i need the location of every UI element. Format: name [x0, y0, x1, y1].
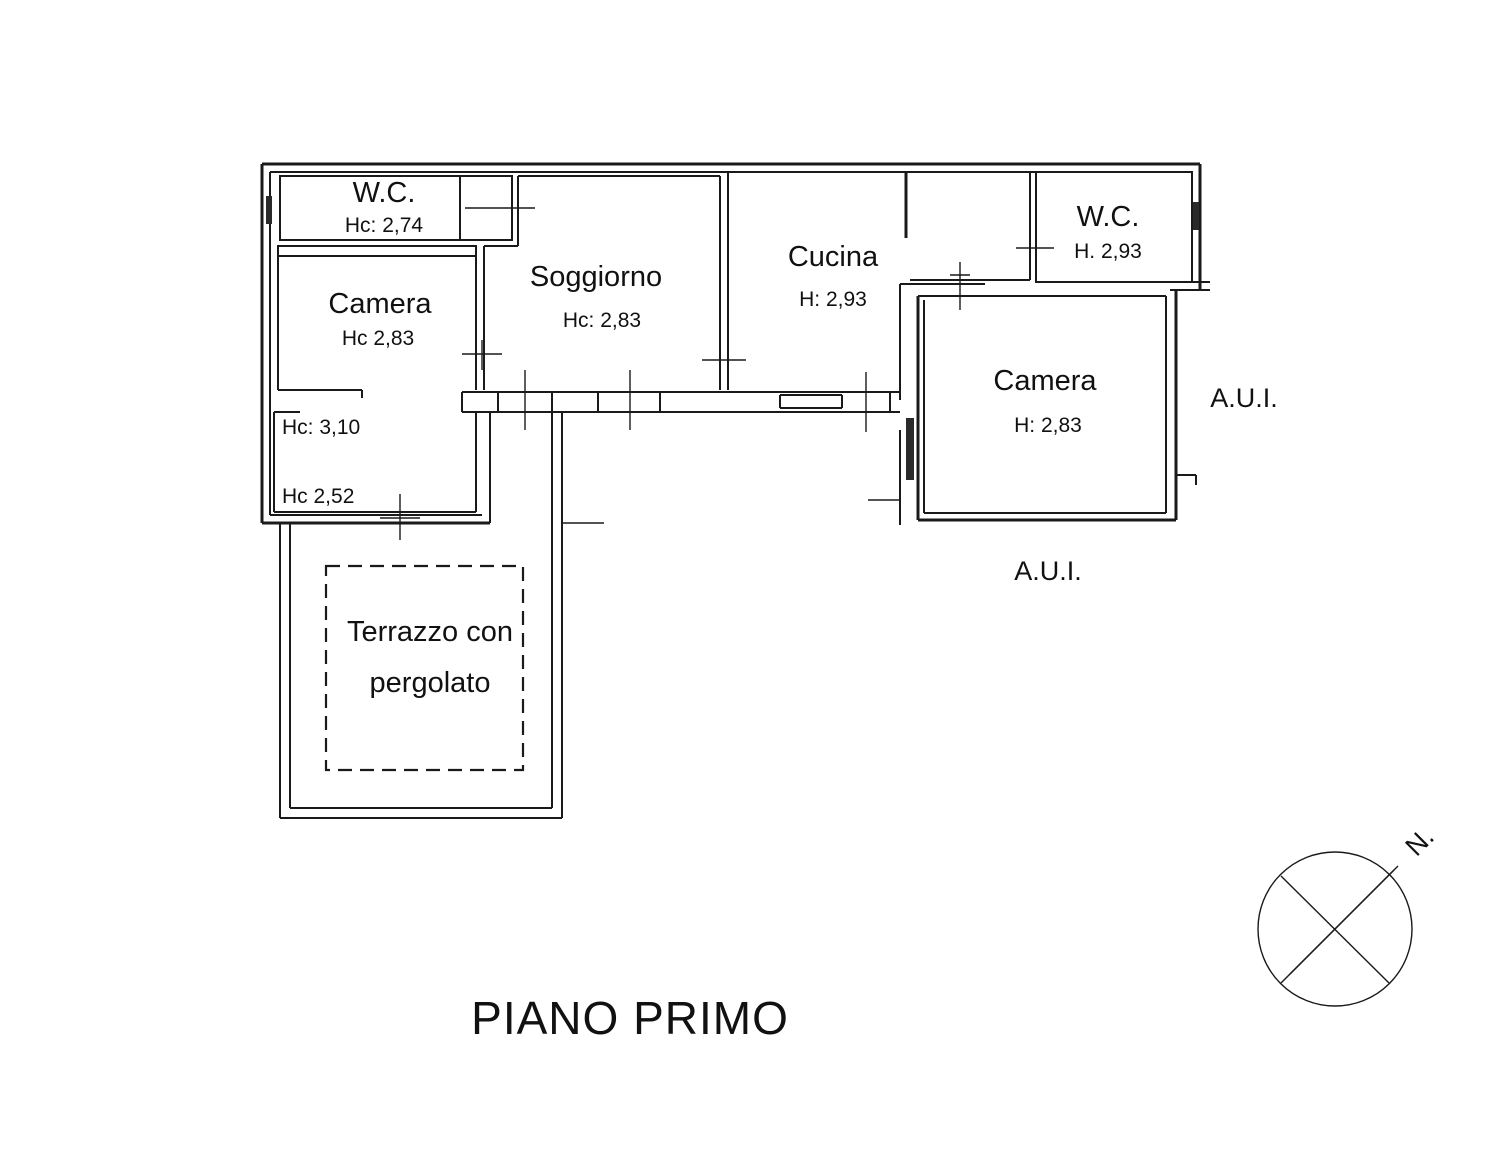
cucina-height: H: 2,93: [799, 288, 867, 311]
terrazzo-line2: pergolato: [370, 667, 491, 699]
terrace-walls: [279, 412, 604, 819]
door-marks: [266, 180, 1199, 540]
room-labels: W.C. Hc: 2,74 Soggiorno Hc: 2,83 Cucina …: [282, 177, 1278, 699]
terrazzo-line1: Terrazzo con: [347, 616, 513, 648]
wc-right-name: W.C.: [1077, 201, 1140, 233]
soggiorno-height: Hc: 2,83: [563, 309, 641, 332]
camera-right-name: Camera: [993, 365, 1097, 397]
soggiorno-name: Soggiorno: [530, 261, 662, 293]
camera-left-name: Camera: [328, 288, 432, 320]
cucina-name: Cucina: [788, 241, 879, 273]
wc-left-height: Hc: 2,74: [345, 214, 424, 237]
camera-left-height: Hc 2,83: [342, 327, 414, 350]
north-label: N.: [1399, 821, 1439, 861]
wc-left-name: W.C.: [353, 177, 416, 209]
floor-title: PIANO PRIMO: [471, 992, 789, 1044]
aui-east-label: A.U.I.: [1210, 383, 1278, 413]
wc-right-height: H. 2,93: [1074, 240, 1142, 263]
disimpegno-height-bottom: Hc 2,52: [282, 485, 354, 508]
disimpegno-height-top: Hc: 3,10: [282, 416, 360, 439]
pergola-outline: [324, 564, 525, 772]
north-compass-icon: N.: [1257, 821, 1440, 1007]
camera-right-height: H: 2,83: [1014, 414, 1082, 437]
aui-south-label: A.U.I.: [1014, 556, 1082, 586]
interior-walls: [273, 171, 1193, 523]
